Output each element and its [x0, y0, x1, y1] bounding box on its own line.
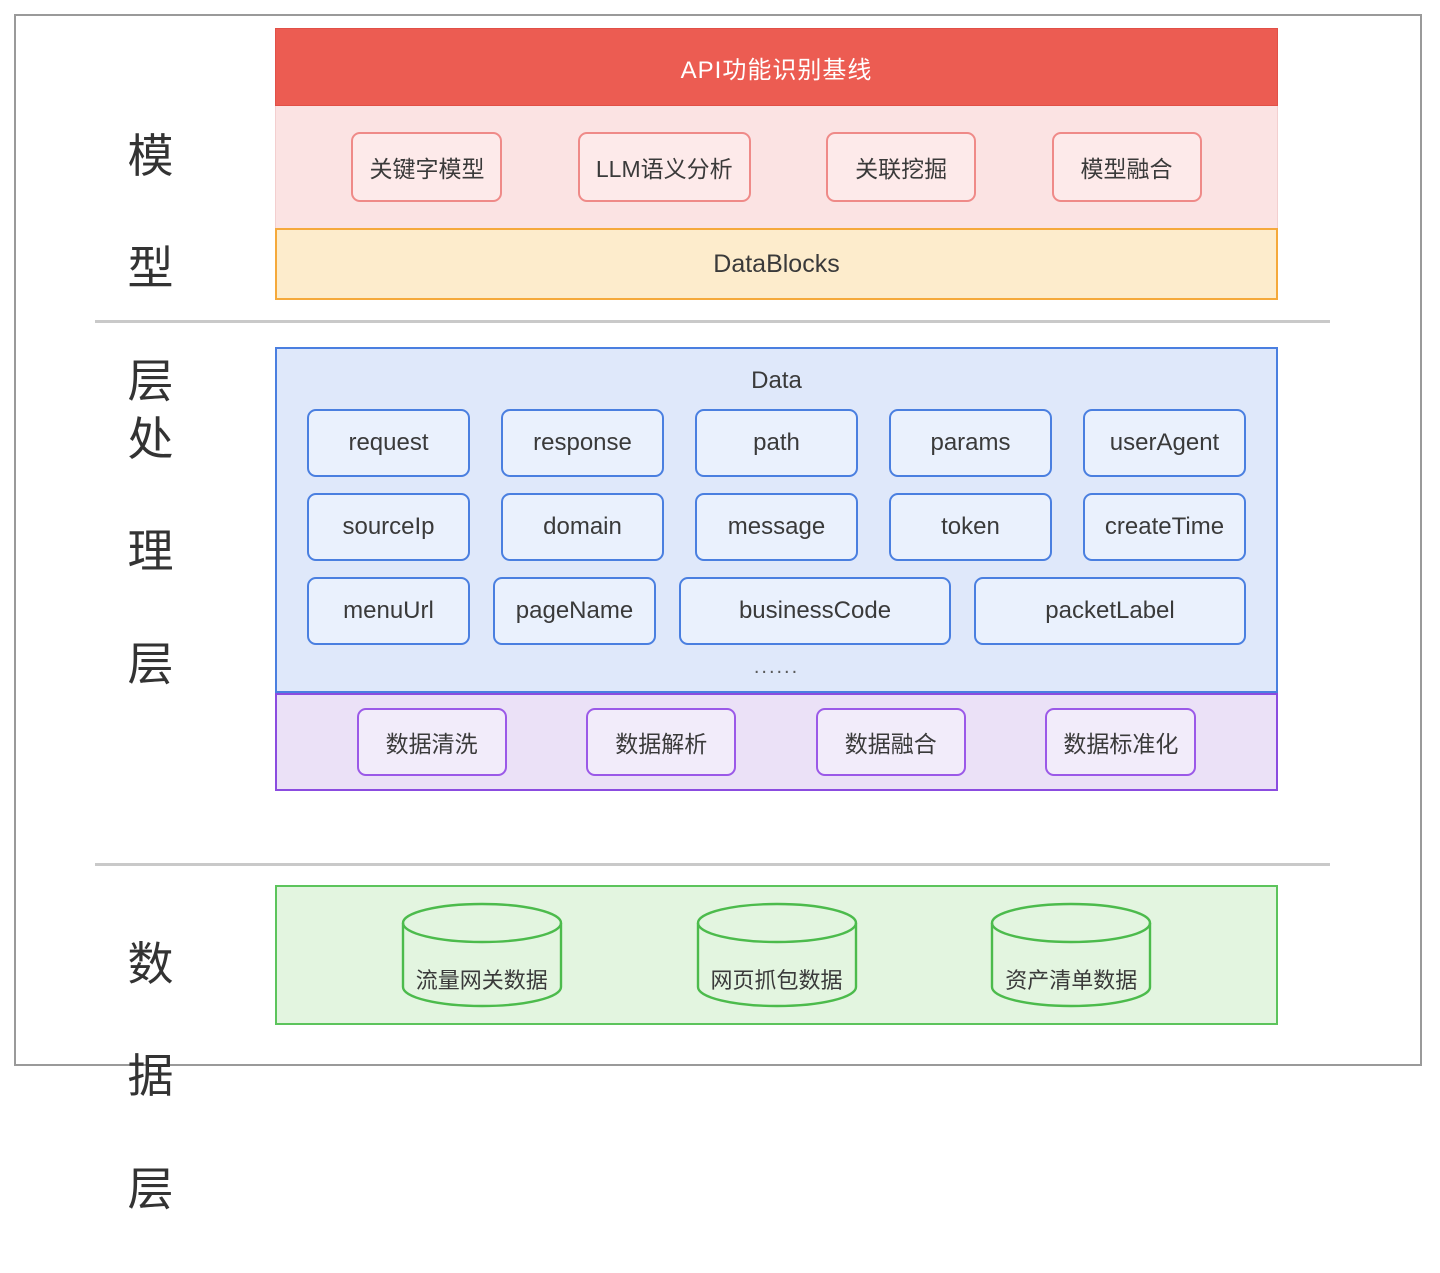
divider-model-processing — [95, 320, 1330, 323]
data-sources-panel: 流量网关数据 网页抓包数据 资产清单数据 — [275, 885, 1278, 1025]
data-field-row-1: request response path params userAgent — [307, 409, 1246, 477]
data-panel-title: Data — [751, 367, 802, 394]
data-field-pagename[interactable]: pageName — [493, 577, 656, 645]
data-source-traffic-gateway[interactable]: 流量网关数据 — [392, 901, 572, 1009]
layer-label-data-char-1: 数 — [127, 937, 175, 992]
data-source-label-web-capture: 网页抓包数据 — [710, 968, 843, 993]
datablocks-band: DataBlocks — [275, 228, 1278, 300]
data-field-sourceip[interactable]: sourceIp — [307, 493, 470, 561]
model-chip-keyword[interactable]: 关键字模型 — [351, 132, 503, 202]
api-baseline-header: API功能识别基线 — [275, 28, 1278, 106]
layer-label-data-char-2: 据 — [127, 1049, 175, 1104]
data-field-domain[interactable]: domain — [501, 493, 664, 561]
divider-processing-data — [95, 863, 1330, 866]
layer-label-model-char-2: 型 — [127, 241, 175, 296]
model-chip-association-mining[interactable]: 关联挖掘 — [826, 132, 977, 202]
layer-label-model-char-1: 模 — [127, 129, 175, 184]
data-field-businesscode[interactable]: businessCode — [679, 577, 951, 645]
data-field-path[interactable]: path — [695, 409, 858, 477]
data-source-label-asset-inventory: 资产清单数据 — [1005, 968, 1138, 993]
model-chip-row: 关键字模型 LLM语义分析 关联挖掘 模型融合 — [275, 106, 1278, 228]
data-field-message[interactable]: message — [695, 493, 858, 561]
database-cylinder-icon — [696, 902, 857, 1008]
data-field-response[interactable]: response — [501, 409, 664, 477]
layer-label-processing-char-1: 处 — [127, 412, 175, 467]
processing-step-cleaning[interactable]: 数据清洗 — [356, 708, 507, 776]
data-field-row-2: sourceIp domain message token createTime — [307, 493, 1246, 561]
processing-step-standardization[interactable]: 数据标准化 — [1045, 708, 1197, 776]
data-source-asset-inventory[interactable]: 资产清单数据 — [981, 901, 1161, 1009]
layer-label-data: 数 据 层 — [96, 880, 206, 1273]
data-field-row-3: menuUrl pageName businessCode packetLabe… — [307, 577, 1246, 645]
layer-label-data-char-3: 层 — [127, 1161, 175, 1216]
database-cylinder-icon — [991, 902, 1152, 1008]
data-source-web-capture[interactable]: 网页抓包数据 — [687, 901, 867, 1009]
diagram-canvas: 模 型 层 处 理 层 数 据 层 API功能识别基线 关键字模型 LLM语义分… — [14, 14, 1422, 1216]
layer-label-processing-char-3: 层 — [127, 636, 175, 691]
processing-step-fusion[interactable]: 数据融合 — [815, 708, 966, 776]
processing-steps-panel: 数据清洗 数据解析 数据融合 数据标准化 — [275, 693, 1278, 791]
data-fields-panel: Data request response path params userAg… — [275, 347, 1278, 693]
data-field-request[interactable]: request — [307, 409, 470, 477]
layer-label-processing: 处 理 层 — [96, 355, 206, 748]
data-field-packetlabel[interactable]: packetLabel — [974, 577, 1246, 645]
processing-layer-group: Data request response path params userAg… — [275, 347, 1278, 791]
layer-label-processing-char-2: 理 — [127, 524, 175, 579]
model-chip-model-fusion[interactable]: 模型融合 — [1051, 132, 1202, 202]
data-source-label-traffic-gateway: 流量网关数据 — [415, 968, 548, 993]
more-fields-indicator: ...... — [753, 656, 800, 678]
data-field-useragent[interactable]: userAgent — [1083, 409, 1246, 477]
data-field-token[interactable]: token — [889, 493, 1052, 561]
layer-label-model-char-3: 层 — [127, 353, 175, 408]
data-field-params[interactable]: params — [889, 409, 1052, 477]
database-cylinder-icon — [401, 902, 562, 1008]
processing-step-parsing[interactable]: 数据解析 — [586, 708, 737, 776]
layer-label-model: 模 型 层 — [96, 72, 206, 465]
model-layer-group: API功能识别基线 关键字模型 LLM语义分析 关联挖掘 模型融合 DataBl… — [275, 28, 1278, 300]
model-chip-llm-semantic[interactable]: LLM语义分析 — [577, 132, 751, 202]
data-field-menuurl[interactable]: menuUrl — [307, 577, 470, 645]
data-field-createtime[interactable]: createTime — [1083, 493, 1246, 561]
